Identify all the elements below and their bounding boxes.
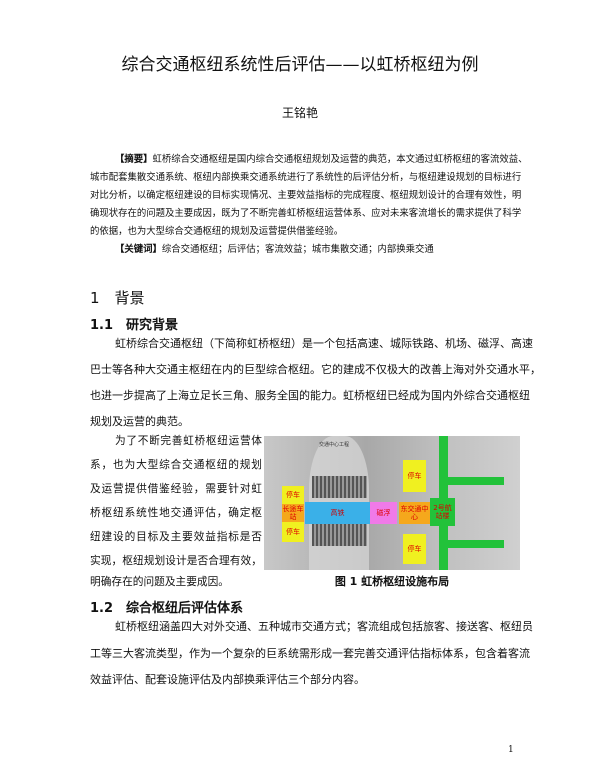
body-line: 巴士等各种大交通主枢纽在内的巨型综合枢纽。它的建成不仅极大的改善上海对外交通水平…	[90, 363, 541, 376]
parking-label: 停车	[403, 460, 426, 492]
terminal-2-label: 2号航站楼	[430, 498, 455, 526]
subsection-heading: 1.2 综合枢纽后评估体系	[90, 601, 244, 616]
author: 王铭艳	[281, 106, 318, 120]
body-line: 明确存在的问题及主要成因。	[90, 575, 229, 588]
gtc-label: 东交通中心	[399, 502, 430, 524]
page-number: 1	[508, 745, 514, 755]
parking-label: 停车	[282, 522, 304, 542]
abstract-line: 城市配套集散交通系统、枢纽内部换乘交通系统进行了系统性的后评估分析，与枢纽建设规…	[90, 172, 522, 183]
keywords-label: 【关键词】	[115, 244, 162, 255]
hub-layout-figure: 交通中心工程 停车 长途车站 停车 高铁 磁浮 东交通中心 停车 停车 2号航站…	[264, 436, 520, 570]
body-line: 虹桥综合交通枢纽（下简称虹桥枢纽）是一个包括高速、城际铁路、机场、磁浮、高速	[115, 337, 533, 350]
body-line: 工等三大客流类型，作为一个复杂的巨系统需形成一套完善交通评估指标体系，包含着客流	[90, 647, 530, 660]
body-line: 实现，枢纽规划设计是否合理有效，	[90, 554, 262, 567]
abstract-line: 【摘要】虹桥综合交通枢纽是国内综合交通枢纽规划及运营的典范，本文通过虹桥枢纽的客…	[115, 154, 528, 165]
paper-title: 综合交通枢纽系统性后评估——以虹桥枢纽为例	[121, 55, 479, 75]
body-line: 系，也为大型综合交通枢纽的规划	[90, 458, 262, 471]
body-line: 及运营提供借鉴经验，需要针对虹	[90, 482, 262, 495]
body-line: 纽建设的目标及主要效益指标是否	[90, 530, 262, 543]
coach-station-label: 长途车站	[282, 504, 304, 522]
figure-caption: 图 1 虹桥枢纽设施布局	[334, 575, 450, 588]
body-line: 也进一步提高了上海立足长三角、服务全国的能力。虹桥枢纽已经成为国内外综合交通枢纽	[90, 389, 530, 402]
subsection-heading: 1.1 研究背景	[90, 318, 179, 333]
keywords: 【关键词】综合交通枢纽；后评估；客流效益；城市集散交通；内部换乘交通	[115, 244, 434, 255]
abstract-label: 【摘要】	[115, 154, 153, 165]
body-line: 桥枢纽系统性地交通评估，确定枢	[90, 506, 262, 519]
high-speed-rail-label: 高铁	[305, 502, 370, 524]
body-line: 规划及运营的典范。	[90, 415, 189, 428]
body-line: 为了不断完善虹桥枢纽运营体	[115, 434, 262, 447]
parking-label: 停车	[282, 486, 304, 504]
abstract-line: 对比分析，以确定枢纽建设的目标实现情况、主要效益指标的完成程度、枢纽规划设计的合…	[90, 190, 522, 201]
parking-label: 停车	[403, 534, 426, 564]
abstract-line: 的依据，也为大型综合交通枢纽的规划及运营提供借鉴经验。	[90, 226, 344, 237]
abstract-line: 确现状存在的问题及主要成因，既为了不断完善虹桥枢纽运营体系、应对未来客流增长的需…	[90, 208, 522, 219]
body-line: 效益评估、配套设施评估及内部换乘评估三个部分内容。	[90, 673, 365, 686]
map-title: 交通中心工程	[319, 442, 350, 448]
section-heading: 1 背景	[90, 289, 145, 307]
body-line: 虹桥枢纽涵盖四大对外交通、五种城市交通方式；客流组成包括旅客、接送客、枢纽员	[115, 620, 533, 633]
maglev-label: 磁浮	[370, 502, 397, 524]
